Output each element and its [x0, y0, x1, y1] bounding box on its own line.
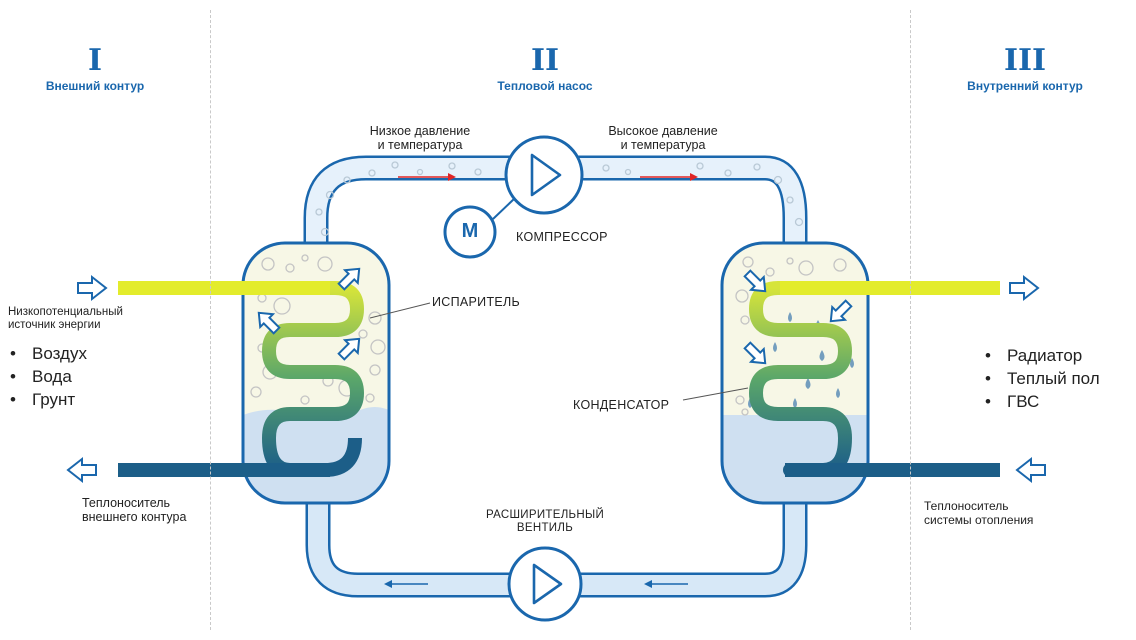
expansion-valve — [507, 546, 583, 622]
consumer-item-floor: Теплый пол — [985, 369, 1100, 389]
consumer-list: Радиатор Теплый пол ГВС — [985, 346, 1100, 415]
evaporator-leader — [369, 302, 431, 319]
condenser-leader — [682, 387, 749, 401]
compressor — [443, 135, 584, 259]
motor-label: M — [461, 220, 479, 242]
refrigerant-loop — [303, 155, 808, 598]
low-pressure-label: Низкое давление и температура — [369, 124, 471, 153]
heating-carrier-label: Теплоноситель системы отопления — [924, 499, 1034, 527]
external-arrows — [66, 274, 1046, 484]
source-item-air: Воздух — [10, 344, 87, 364]
heat-arrows — [257, 267, 853, 365]
source-list: Воздух Вода Грунт — [10, 344, 87, 413]
source-item-water: Вода — [10, 367, 87, 387]
condenser-label: КОНДЕНСАТОР — [573, 398, 670, 412]
section-3-title: Внутренний контур — [967, 79, 1083, 93]
section-2-title: Тепловой насос — [497, 79, 593, 93]
section-1-numeral: I — [87, 43, 103, 78]
compressor-label: КОМПРЕССОР — [516, 230, 608, 244]
source-label: Низкопотенциальный источник энергии — [8, 306, 123, 332]
evaporator-vessel — [118, 241, 391, 505]
section-3-numeral: III — [1003, 43, 1047, 78]
pipe-bubbles — [315, 161, 804, 237]
high-pressure-label: Высокое давление и температура — [608, 124, 718, 153]
section-2-numeral: II — [530, 43, 560, 78]
flow-arrows — [384, 173, 698, 588]
consumer-item-radiator: Радиатор — [985, 346, 1100, 366]
outer-carrier-label: Теплоноситель внешнего контура — [82, 496, 187, 525]
evaporator-label: ИСПАРИТЕЛЬ — [432, 295, 521, 309]
consumer-item-hot-water: ГВС — [985, 392, 1100, 412]
divider-right — [910, 10, 911, 630]
section-1-title: Внешний контур — [45, 79, 145, 93]
expansion-valve-label: РАСШИРИТЕЛЬНЫЙ ВЕНТИЛЬ — [485, 509, 605, 535]
divider-left — [210, 10, 211, 630]
source-item-ground: Грунт — [10, 390, 87, 410]
